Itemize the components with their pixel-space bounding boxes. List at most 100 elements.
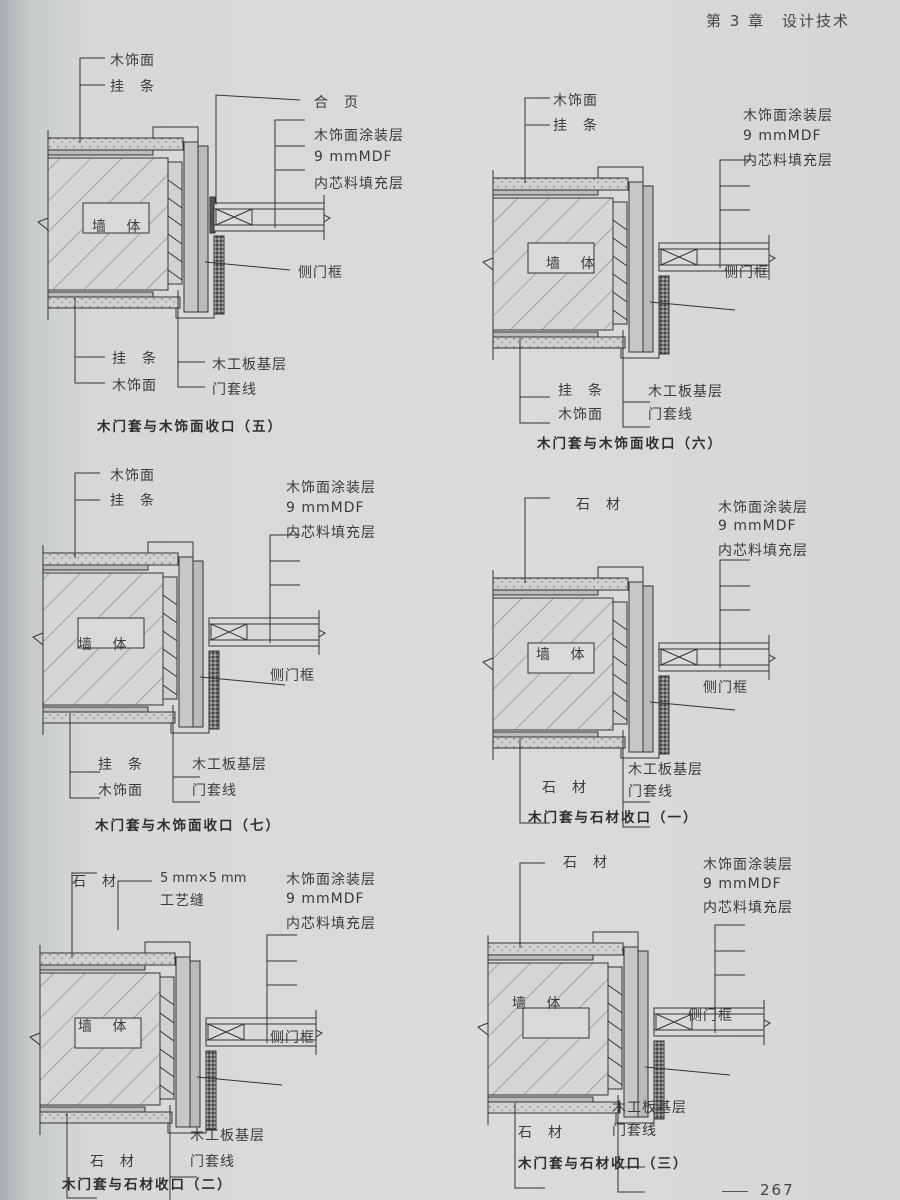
label-mdf: 9 mmMDF: [286, 500, 365, 516]
label-core-fill: 内芯料填充层: [703, 900, 793, 916]
plywood-mark: [167, 233, 183, 245]
label-wood-veneer: 木饰面: [110, 468, 155, 484]
leader-top-right: [274, 119, 305, 228]
plywood-mark: [167, 179, 183, 191]
plywood-mark: [162, 612, 178, 624]
label-core-fill: 内芯料填充层: [314, 176, 404, 192]
plywood-mark: [159, 1030, 175, 1042]
plywood-mark: [162, 648, 178, 660]
door-core-block: [655, 1013, 693, 1031]
label-stone-bottom: 石 材: [542, 780, 587, 796]
label-wall: 墙 体: [78, 637, 135, 653]
label-core-fill: 内芯料填充层: [718, 543, 808, 559]
label-door-casing: 门套线: [190, 1154, 235, 1170]
door-core-block: [207, 1023, 245, 1041]
label-side-frame: 侧门框: [270, 668, 315, 684]
side-frame: [213, 235, 225, 315]
plywood-mark: [607, 984, 623, 996]
door-core-block: [210, 623, 248, 641]
frame-layer: [192, 560, 204, 728]
door-core-cross: [655, 1013, 693, 1031]
label-side-frame: 侧门框: [270, 1030, 315, 1046]
wall-break-line: [477, 935, 489, 1125]
door-casing-top: [597, 166, 644, 182]
strip-layer-top: [39, 964, 146, 971]
door-break-line: [315, 1010, 323, 1055]
label-side-frame: 侧门框: [703, 680, 748, 696]
door-casing-bottom: [175, 308, 215, 319]
wall-break-line: [482, 570, 494, 760]
leader-side-frame: [196, 1076, 283, 1086]
door-core-block: [215, 208, 253, 226]
plywood-mark: [162, 666, 178, 678]
plywood-mark: [612, 673, 628, 685]
plywood-mark: [167, 197, 183, 209]
plywood-mark: [612, 637, 628, 649]
caption: 木门套与木饰面收口（五）: [97, 419, 283, 435]
door-core-cross: [660, 248, 698, 266]
door-frame: [628, 581, 644, 753]
label-hanging-strip: 挂 条: [110, 79, 155, 95]
door-casing-top: [152, 126, 199, 142]
label-side-frame: 侧门框: [298, 265, 343, 281]
door-core-cross: [655, 1013, 693, 1031]
door-core-cross: [207, 1023, 245, 1041]
side-frame: [205, 1050, 217, 1130]
label-plywood-base: 木工板基层: [612, 1100, 687, 1116]
strip-layer-bottom: [492, 331, 599, 338]
door-core-cross: [210, 623, 248, 641]
strip-layer-top: [492, 589, 599, 596]
door-casing-top: [144, 941, 191, 957]
door-casing-bottom: [620, 348, 660, 359]
door-casing-bottom: [620, 748, 660, 759]
frame-layer: [189, 960, 201, 1128]
label-stone-bottom: 石 材: [518, 1125, 563, 1141]
plywood-mark: [607, 1002, 623, 1014]
plywood-mark: [159, 1084, 175, 1096]
leader-side-frame: [649, 701, 736, 711]
side-frame: [658, 275, 670, 355]
label-plywood-base: 木工板基层: [648, 384, 723, 400]
label-mdf: 9 mmMDF: [718, 518, 797, 534]
door-core-block: [660, 648, 698, 666]
veneer-layer-top: [492, 177, 629, 191]
caption: 木门套与木饰面收口（六）: [537, 436, 723, 452]
leader-bottom-right: [177, 290, 205, 388]
stone-layer-bottom: [487, 1101, 621, 1114]
plywood-mark: [607, 1038, 623, 1050]
hinge: [209, 196, 216, 234]
veneer-layer-top: [42, 552, 179, 566]
plywood-mark: [162, 630, 178, 642]
stone-layer-bottom: [39, 1111, 173, 1124]
label-core-fill: 内芯料填充层: [286, 525, 376, 541]
veneer-layer-bottom: [492, 336, 626, 349]
plywood-base: [159, 976, 175, 1100]
plywood-base: [167, 161, 183, 285]
plywood-mark: [612, 709, 628, 721]
door-break-line: [768, 635, 776, 680]
plywood-mark: [159, 1066, 175, 1078]
veneer-layer-bottom: [42, 711, 176, 724]
strip-layer-bottom: [47, 291, 154, 298]
strip-layer-top: [47, 149, 154, 156]
door-frame: [183, 141, 199, 313]
leader-hinge: [215, 94, 301, 205]
frame-layer: [642, 585, 654, 753]
wall-block: [39, 972, 161, 1106]
label-coating: 木饰面涂装层: [703, 857, 793, 873]
door-core-cross: [207, 1023, 245, 1041]
plywood-mark: [162, 684, 178, 696]
leader-bottom-left: [519, 338, 550, 424]
label-mdf: 9 mmMDF: [314, 149, 393, 165]
veneer-layer-top: [47, 137, 184, 151]
plywood-mark: [167, 269, 183, 281]
label-hanging-strip-bottom: 挂 条: [98, 757, 143, 773]
door-casing-top: [597, 566, 644, 582]
label-core-fill: 内芯料填充层: [286, 916, 376, 932]
frame-layer: [637, 950, 649, 1118]
wall-break-line: [37, 130, 49, 320]
plywood-mark: [612, 619, 628, 631]
door-core-block: [660, 248, 698, 266]
side-frame: [208, 650, 220, 730]
label-wall: 墙 体: [546, 256, 603, 272]
